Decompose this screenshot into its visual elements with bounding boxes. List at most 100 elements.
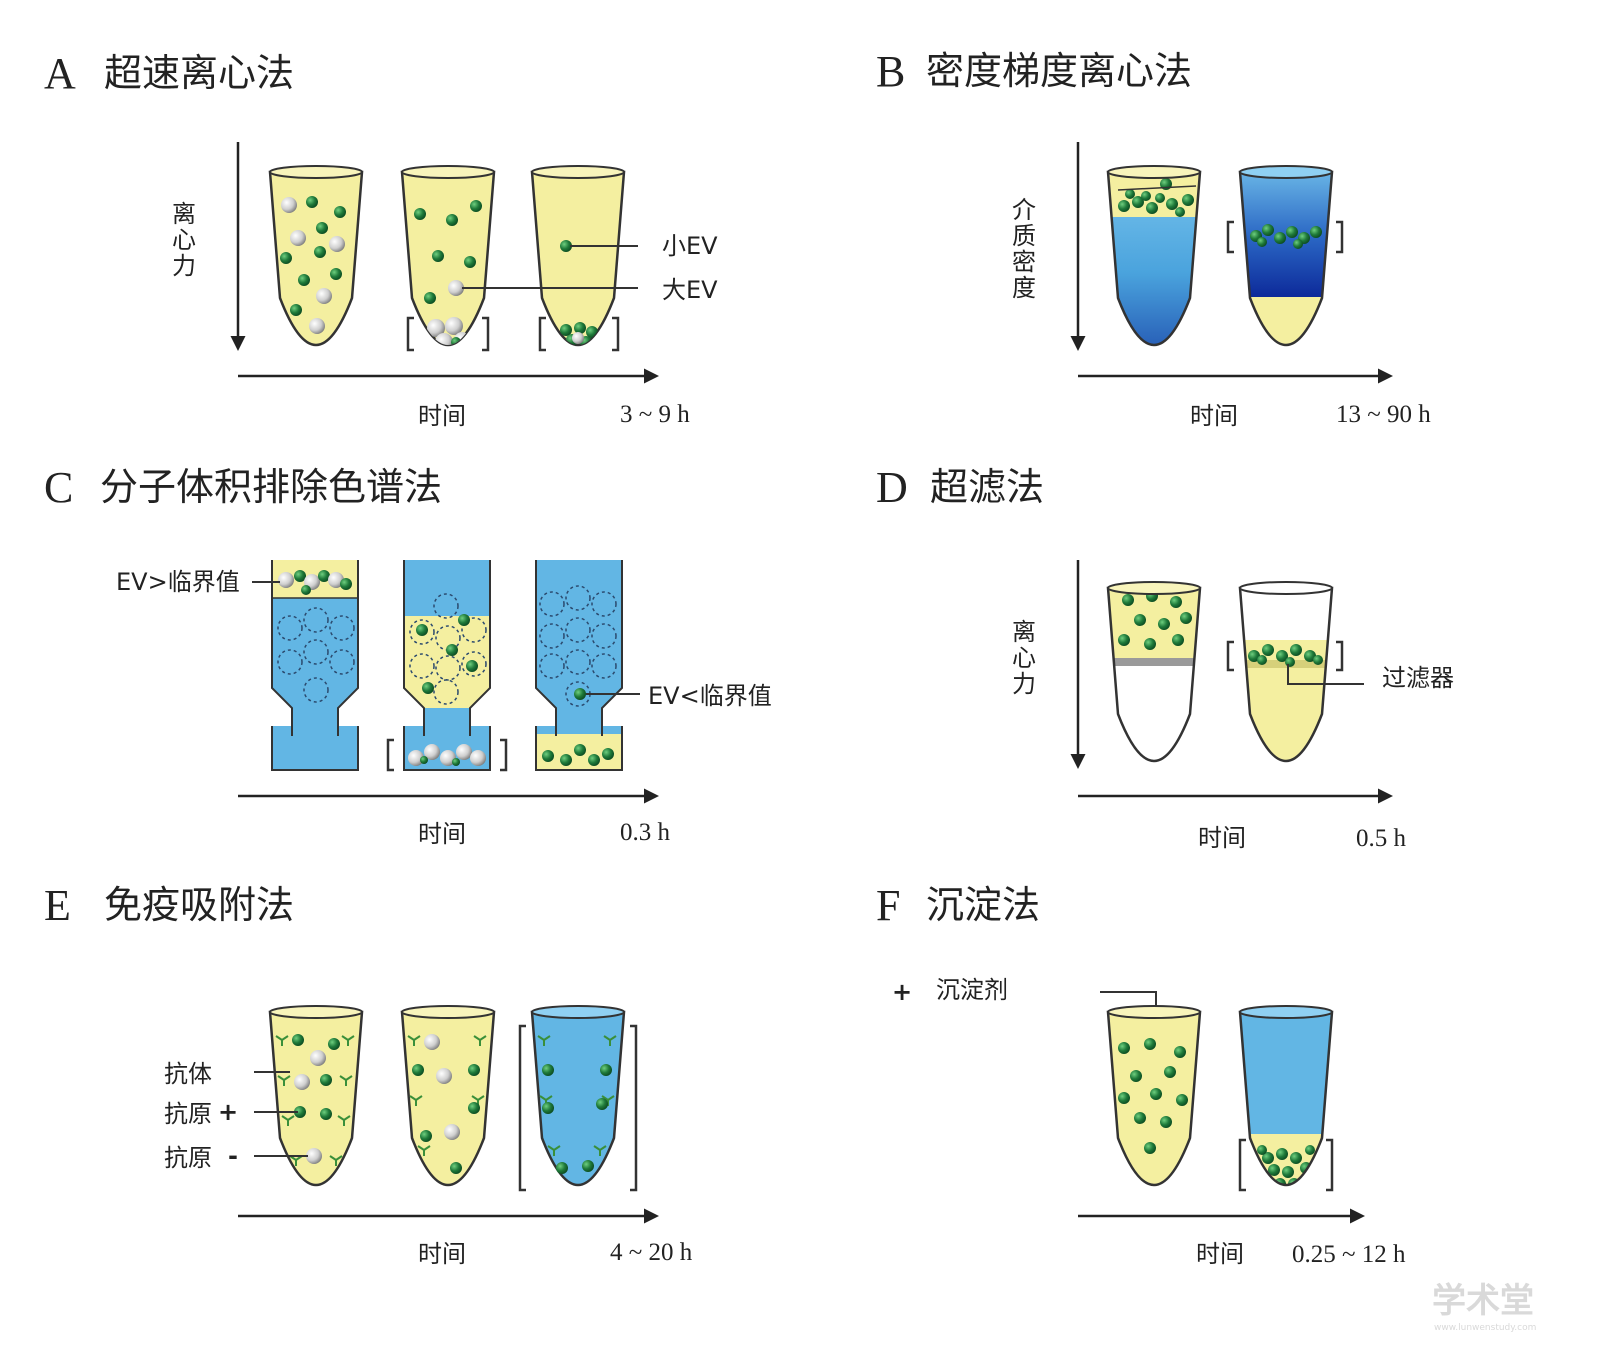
small-ev bbox=[314, 246, 326, 258]
panel-d-axis-char-1: 离 bbox=[1012, 618, 1036, 646]
large-ev bbox=[470, 750, 486, 766]
panel-a-tube-1 bbox=[268, 165, 364, 346]
small-ev bbox=[1150, 1088, 1162, 1100]
large-ev bbox=[444, 1124, 460, 1140]
small-ev bbox=[294, 1106, 306, 1118]
small-ev bbox=[1304, 650, 1316, 662]
small-ev bbox=[1310, 226, 1322, 238]
small-ev bbox=[446, 644, 458, 656]
large-ev bbox=[281, 197, 297, 213]
small-ev bbox=[1313, 655, 1323, 665]
callout-antigen-positive-sign: + bbox=[218, 1098, 238, 1126]
small-ev bbox=[1276, 650, 1288, 662]
large-ev bbox=[448, 280, 464, 296]
panel-d-axis-char-2: 心 bbox=[1012, 644, 1036, 672]
panel-d-time: 0.5 h bbox=[1356, 825, 1407, 852]
pellet-bracket-left bbox=[1238, 1138, 1246, 1192]
small-ev bbox=[1293, 239, 1303, 249]
small-ev bbox=[330, 268, 342, 280]
small-ev bbox=[1164, 1066, 1176, 1078]
small-ev bbox=[1144, 1142, 1156, 1154]
fraction-bracket-left bbox=[386, 738, 394, 772]
small-ev bbox=[320, 1074, 332, 1086]
panel-f-time: 0.25 ~ 12 h bbox=[1292, 1241, 1406, 1268]
callout-below-cutoff: EV<临界值 bbox=[648, 682, 772, 710]
panel-c-column-1 bbox=[271, 560, 359, 771]
panel-a-title: 超速离心法 bbox=[104, 51, 294, 95]
small-ev bbox=[1282, 1166, 1294, 1178]
panel-b: B 密度梯度离心法 介 质 密 度 时间 13 ~ 90 h bbox=[876, 47, 1431, 430]
large-ev bbox=[309, 318, 325, 334]
band-bracket-right bbox=[1336, 220, 1344, 254]
panel-e-tube-2 bbox=[400, 1005, 496, 1186]
small-ev bbox=[470, 200, 482, 212]
panel-b-title: 密度梯度离心法 bbox=[926, 49, 1192, 93]
small-ev bbox=[1175, 207, 1185, 217]
panel-c-letter: C bbox=[44, 463, 73, 512]
small-ev bbox=[298, 274, 310, 286]
small-ev bbox=[1262, 1152, 1274, 1164]
small-ev bbox=[1146, 202, 1158, 214]
large-ev bbox=[316, 288, 332, 304]
reagent-plus-sign: + bbox=[892, 978, 912, 1006]
small-ev bbox=[1166, 198, 1178, 210]
panel-e: E 免疫吸附法 时间 4 ~ 20 h bbox=[44, 881, 693, 1268]
small-ev bbox=[1290, 1152, 1302, 1164]
small-ev bbox=[280, 252, 292, 264]
callout-reagent: 沉淀剂 bbox=[936, 976, 1008, 1004]
small-ev bbox=[1257, 1145, 1267, 1155]
small-ev bbox=[1134, 614, 1146, 626]
small-ev bbox=[542, 1064, 554, 1076]
small-ev bbox=[556, 1162, 568, 1174]
filter-bracket-left bbox=[1226, 640, 1234, 672]
large-ev bbox=[424, 744, 440, 760]
panel-e-letter: E bbox=[44, 881, 71, 930]
callout-large-ev: 大EV bbox=[662, 276, 718, 304]
small-ev bbox=[1144, 1038, 1156, 1050]
callout-antigen-positive: 抗原 bbox=[164, 1100, 212, 1128]
small-ev bbox=[424, 292, 436, 304]
small-ev bbox=[1305, 1145, 1315, 1155]
panel-a-tube-3 bbox=[530, 165, 626, 352]
small-ev bbox=[602, 748, 614, 760]
callout-filter: 过滤器 bbox=[1382, 664, 1454, 692]
small-ev bbox=[1118, 1042, 1130, 1054]
small-ev bbox=[1248, 650, 1260, 662]
small-ev bbox=[586, 326, 598, 338]
callout-line-filter bbox=[1287, 664, 1364, 685]
small-ev bbox=[560, 240, 572, 252]
large-ev bbox=[294, 1074, 310, 1090]
small-ev bbox=[596, 1098, 608, 1110]
small-ev bbox=[1285, 657, 1295, 667]
panel-a-letter: A bbox=[44, 49, 76, 98]
panel-e-x-label: 时间 bbox=[418, 1240, 466, 1268]
large-ev bbox=[306, 1148, 322, 1164]
pellet-bracket-right bbox=[1326, 1138, 1334, 1192]
panel-e-time: 4 ~ 20 h bbox=[610, 1239, 693, 1266]
panel-a-axis-char-3: 力 bbox=[172, 252, 196, 280]
large-ev bbox=[278, 572, 294, 588]
band-bracket-left bbox=[1226, 220, 1234, 254]
small-ev bbox=[600, 1064, 612, 1076]
panel-b-letter: B bbox=[876, 47, 905, 96]
small-ev bbox=[574, 688, 586, 700]
tube-bracket-right bbox=[630, 1024, 638, 1192]
panel-c-x-label: 时间 bbox=[418, 820, 466, 848]
small-ev bbox=[1257, 237, 1267, 247]
large-ev bbox=[290, 230, 306, 246]
large-ev bbox=[572, 332, 584, 344]
large-ev bbox=[329, 236, 345, 252]
small-ev bbox=[334, 206, 346, 218]
small-ev bbox=[464, 256, 476, 268]
small-ev bbox=[468, 1102, 480, 1114]
small-ev bbox=[1182, 194, 1194, 206]
small-ev bbox=[468, 1064, 480, 1076]
small-ev bbox=[301, 585, 311, 595]
small-ev bbox=[1125, 189, 1135, 199]
small-ev bbox=[560, 754, 572, 766]
small-ev bbox=[588, 754, 600, 766]
small-ev bbox=[1118, 634, 1130, 646]
small-ev bbox=[560, 324, 572, 336]
pellet-bracket-right bbox=[482, 316, 490, 352]
